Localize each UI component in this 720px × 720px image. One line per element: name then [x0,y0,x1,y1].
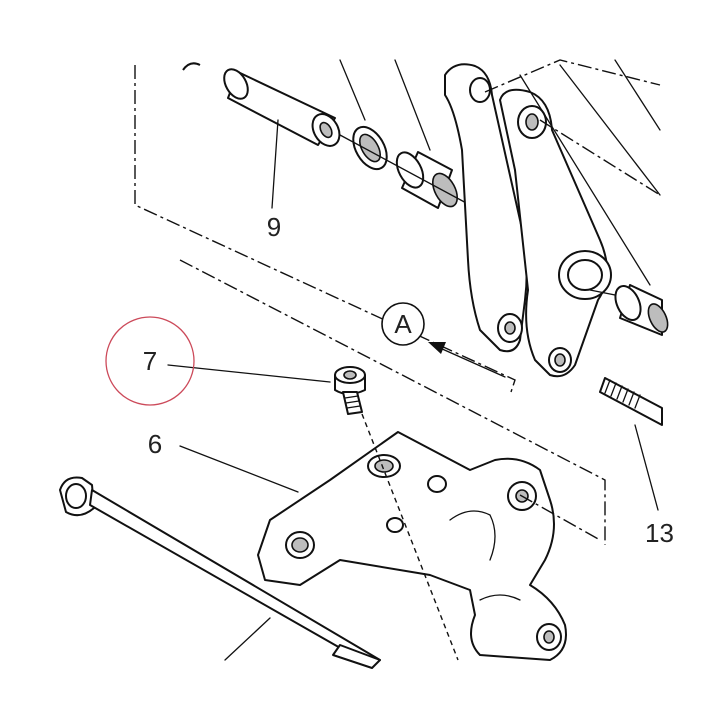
highlight-circle-part-7 [105,316,195,406]
axis-line-bracket [519,494,601,541]
label-part-13[interactable]: 13 [645,518,674,548]
label-part-7[interactable]: 7 [143,346,157,376]
view-a-label: A [394,309,412,339]
arrowhead-icon [428,342,446,354]
bolt-centerline [361,413,459,661]
part-6-bracket[interactable] [257,431,567,661]
axis-line-upper [339,134,471,206]
label-part-6[interactable]: 6 [148,429,162,459]
needle-bearing-upper[interactable] [391,148,462,211]
view-a-arrow [428,342,506,378]
part-13-stud[interactable] [599,377,663,426]
rocker-arm-assembly[interactable] [444,63,612,378]
seal-ring[interactable] [346,121,393,175]
leader-lines [167,59,659,661]
label-part-9[interactable]: 9 [267,212,281,242]
rocker-axis-lines [484,59,661,301]
part-7-bolt[interactable] [334,366,366,415]
boundary-lines [134,65,606,545]
view-a-callout[interactable]: A [381,302,425,346]
needle-bearing-lower[interactable] [610,282,671,336]
long-bolt[interactable] [59,476,381,669]
part-9-pin[interactable] [182,62,345,150]
